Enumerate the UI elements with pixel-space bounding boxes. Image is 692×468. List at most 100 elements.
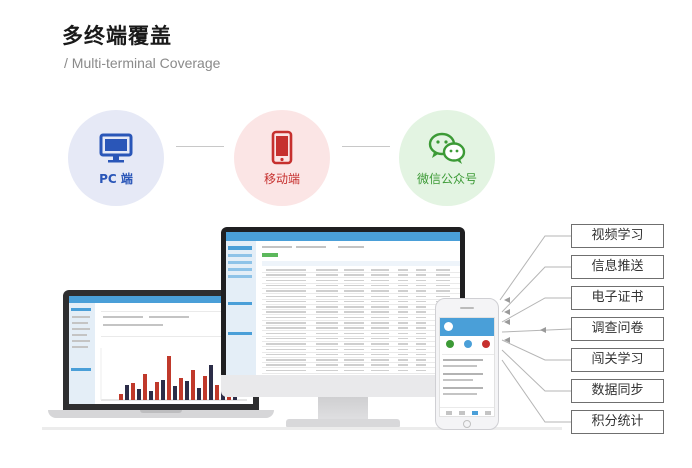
page-subtitle: / Multi-terminal Coverage [64, 55, 221, 71]
laptop-header-bar [69, 296, 253, 303]
table-row [262, 314, 460, 316]
table-cell [416, 316, 426, 319]
table-cell [266, 322, 306, 324]
chart-bar [119, 394, 123, 400]
filter-row [101, 311, 247, 312]
table-row [262, 367, 460, 369]
table-row [262, 272, 460, 273]
table-cell [416, 311, 426, 313]
monitor-header-bar [226, 232, 460, 241]
laptop-sidebar [69, 303, 95, 404]
table-row [262, 356, 460, 358]
chart-bar [131, 383, 135, 400]
table-cell [398, 359, 408, 361]
sidebar-item [228, 302, 252, 305]
table-cell [266, 316, 306, 319]
floor-shadow [42, 427, 562, 430]
table-cell [416, 364, 426, 366]
table-cell [266, 353, 306, 356]
table-cell [266, 348, 306, 350]
terminal-pc-label: PC 端 [99, 172, 133, 186]
table-cell [371, 316, 389, 319]
table-cell [344, 295, 364, 297]
table-cell [398, 369, 408, 372]
table-cell [344, 316, 364, 319]
table-cell [371, 322, 389, 324]
table-cell [266, 369, 306, 372]
table-cell [371, 369, 389, 372]
table-cell [266, 337, 306, 340]
table-cell [398, 353, 408, 356]
table-cell [371, 327, 389, 329]
table-cell [316, 364, 338, 366]
table-row [262, 287, 460, 289]
table-cell [316, 343, 338, 345]
table-cell [344, 359, 364, 361]
filter-field [296, 246, 326, 248]
table-cell [266, 359, 306, 361]
terminal-pc: PC 端 [68, 110, 164, 206]
table-cell [436, 290, 450, 292]
table-cell [398, 311, 408, 313]
table-cell [316, 295, 338, 297]
table-row [262, 325, 460, 326]
table-cell [416, 269, 426, 271]
table-row [262, 372, 460, 374]
table-cell [436, 284, 450, 287]
wechat-icon [399, 130, 495, 166]
table-cell [344, 337, 364, 340]
terminal-mobile-label: 移动端 [263, 172, 300, 186]
table-row [262, 277, 460, 279]
table-cell [316, 300, 338, 303]
list-item [443, 359, 483, 361]
app-icon [464, 340, 472, 348]
table-cell [266, 290, 306, 292]
sidebar-item [228, 268, 252, 271]
tab-icon [446, 411, 452, 415]
table-row [262, 351, 460, 353]
table-cell [416, 322, 426, 324]
tab-icon [472, 411, 478, 415]
table-cell [344, 274, 364, 276]
monitor-screen-ui [226, 232, 460, 375]
connector-line [342, 146, 390, 147]
table-cell [316, 311, 338, 313]
table-cell [344, 284, 364, 287]
chart-bar [185, 381, 189, 400]
sidebar-item [72, 346, 88, 348]
sidebar-item [228, 275, 252, 278]
table-cell [266, 327, 306, 329]
sidebar-item [228, 332, 252, 335]
table-row [262, 330, 460, 332]
table-cell [266, 295, 306, 297]
table-cell [344, 364, 364, 366]
chart-bar [137, 389, 141, 400]
table-cell [436, 279, 450, 282]
table-cell [416, 353, 426, 356]
table-row [262, 362, 460, 364]
phone-home-button [463, 420, 471, 428]
table-cell [316, 279, 338, 282]
sidebar-item [72, 328, 90, 330]
table-row [262, 346, 460, 348]
monitor-stand-neck [318, 397, 368, 421]
smartphone-icon [234, 130, 330, 166]
table-cell [398, 274, 408, 276]
table-cell [436, 295, 450, 297]
sidebar-item [228, 254, 252, 257]
table-cell [344, 322, 364, 324]
table-cell [344, 332, 364, 335]
table-cell [416, 300, 426, 303]
table-cell [344, 269, 364, 271]
app-icon [446, 340, 454, 348]
table-cell [344, 300, 364, 303]
table-cell [416, 279, 426, 282]
table-cell [266, 284, 306, 287]
table-cell [344, 290, 364, 292]
table-cell [344, 353, 364, 356]
table-cell [371, 274, 389, 276]
table-cell [266, 343, 306, 345]
list-divider [442, 354, 494, 355]
table-cell [416, 348, 426, 350]
chart-bar [143, 374, 147, 400]
